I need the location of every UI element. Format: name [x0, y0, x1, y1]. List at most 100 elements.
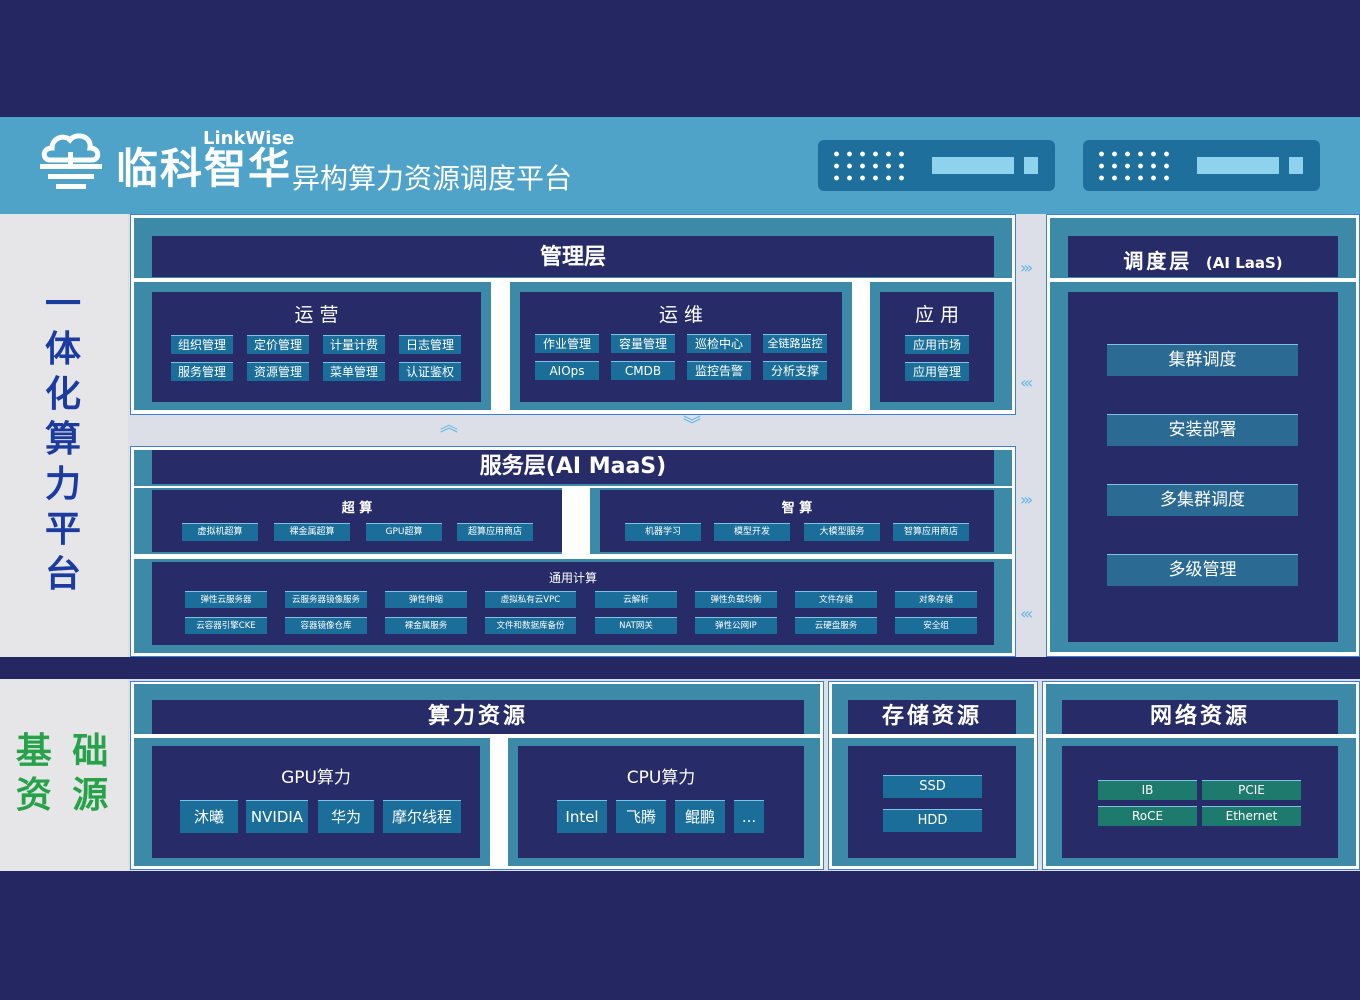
server-icon — [1083, 140, 1320, 191]
gpu-item[interactable]: NVIDIA — [246, 800, 308, 833]
gpu-title: GPU算力 — [281, 768, 351, 788]
side-label-platform: 一 体 化 算 力 平 台 — [40, 282, 86, 597]
general-item[interactable]: 云硬盘服务 — [795, 617, 877, 634]
scheduling-title: 调度层 (AI LaaS) — [1068, 245, 1338, 274]
general-item[interactable]: 弹性负载均衡 — [695, 591, 777, 608]
ops-item[interactable]: 资源管理 — [247, 362, 309, 381]
ops-item[interactable]: 计量计费 — [323, 335, 385, 354]
maint-item[interactable]: 作业管理 — [535, 334, 599, 353]
side-panel-base — [0, 679, 128, 871]
network-item[interactable]: PCIE — [1202, 780, 1301, 800]
maint-item[interactable]: AIOps — [535, 361, 599, 380]
intellicomp-item[interactable]: 大模型服务 — [804, 523, 880, 541]
service-title: 服务层(AI MaaS) — [152, 450, 994, 484]
general-item[interactable]: 裸金属服务 — [385, 617, 467, 634]
chevron-up-icon: ︽ — [440, 415, 458, 436]
maint-item[interactable]: 分析支撑 — [763, 361, 827, 380]
network-title: 网络资源 — [1062, 700, 1338, 734]
arrow-left-icon: ‹‹‹ — [1020, 604, 1033, 623]
band-separator — [0, 657, 1360, 679]
ops-item[interactable]: 认证鉴权 — [399, 362, 461, 381]
platform-title: 异构算力资源调度平台 — [292, 162, 573, 195]
general-item[interactable]: 容器镜像仓库 — [285, 617, 367, 634]
supercomp-item[interactable]: 虚拟机超算 — [182, 523, 258, 541]
maint-title: 运 维 — [658, 304, 704, 326]
cpu-title: CPU算力 — [626, 768, 696, 788]
supercomp-title: 超 算 — [341, 501, 373, 516]
storage-item[interactable]: SSD — [883, 775, 982, 798]
maint-item[interactable]: 全链路监控 — [763, 334, 827, 353]
general-item[interactable]: 云解析 — [595, 591, 677, 608]
supercomp-item[interactable]: GPU超算 — [366, 523, 442, 541]
storage-item[interactable]: HDD — [883, 809, 982, 832]
network-item[interactable]: RoCE — [1098, 806, 1197, 826]
arrow-right-icon: ››› — [1020, 258, 1033, 277]
cpu-item[interactable]: Intel — [557, 800, 607, 833]
scheduling-title-main: 调度层 — [1123, 249, 1193, 273]
gpu-item[interactable]: 摩尔线程 — [383, 800, 461, 833]
general-item[interactable]: 弹性公网IP — [695, 617, 777, 634]
compute-title: 算力资源 — [152, 700, 804, 734]
side-char: 化 — [44, 374, 81, 415]
brand-name-en: LinkWise — [203, 128, 295, 149]
cpu-item[interactable]: ... — [734, 800, 764, 833]
cloud-logo-icon — [38, 130, 104, 194]
maint-item[interactable]: 巡检中心 — [687, 334, 751, 353]
arrow-right-icon: ››› — [1020, 490, 1033, 509]
scheduling-item[interactable]: 安装部署 — [1107, 414, 1298, 446]
intellicomp-item[interactable]: 模型开发 — [714, 523, 790, 541]
ops-item[interactable]: 菜单管理 — [323, 362, 385, 381]
maint-item[interactable]: 容量管理 — [611, 334, 675, 353]
side-label-base: 基 础 资 源 — [4, 730, 124, 818]
side-char: 台 — [44, 554, 81, 595]
cpu-item[interactable]: 鲲鹏 — [675, 800, 725, 833]
gpu-item[interactable]: 华为 — [318, 800, 374, 833]
maint-item[interactable]: CMDB — [611, 361, 675, 380]
supercomp-item[interactable]: 裸金属超算 — [274, 523, 350, 541]
app-item[interactable]: 应用管理 — [905, 362, 969, 381]
side-panel-platform — [0, 214, 128, 657]
general-item[interactable]: 虚拟私有云VPC — [485, 591, 576, 608]
cpu-item[interactable]: 飞腾 — [616, 800, 666, 833]
scheduling-subtitle: (AI LaaS) — [1205, 254, 1283, 272]
intellicomp-panel — [600, 490, 994, 552]
app-title: 应 用 — [914, 304, 960, 326]
storage-title: 存储资源 — [848, 700, 1016, 734]
general-item[interactable]: NAT网关 — [595, 617, 677, 634]
general-item[interactable]: 文件存储 — [795, 591, 877, 608]
storage-panel — [848, 746, 1016, 858]
general-item[interactable]: 云容器引擎CKE — [185, 617, 267, 634]
general-item[interactable]: 对象存储 — [895, 591, 977, 608]
server-icon — [818, 140, 1055, 191]
intellicomp-item[interactable]: 机器学习 — [625, 523, 701, 541]
side-char: 平 — [44, 509, 81, 550]
ops-item[interactable]: 日志管理 — [399, 335, 461, 354]
general-item[interactable]: 安全组 — [895, 617, 977, 634]
ops-item[interactable]: 服务管理 — [171, 362, 233, 381]
scheduling-item[interactable]: 集群调度 — [1107, 344, 1298, 376]
network-panel — [1062, 746, 1338, 858]
supercomp-item[interactable]: 超算应用商店 — [457, 523, 533, 541]
general-item[interactable]: 文件和数据库备份 — [485, 617, 576, 634]
side-char: 一 — [44, 284, 81, 325]
ops-item[interactable]: 定价管理 — [247, 335, 309, 354]
side-line: 资 源 — [15, 775, 113, 816]
ops-title: 运 营 — [294, 304, 339, 326]
intellicomp-item[interactable]: 智算应用商店 — [893, 523, 969, 541]
general-item[interactable]: 弹性云服务器 — [185, 591, 267, 608]
scheduling-item[interactable]: 多级管理 — [1107, 554, 1298, 586]
general-item[interactable]: 云服务器镜像服务 — [285, 591, 367, 608]
ops-item[interactable]: 组织管理 — [171, 335, 233, 354]
gpu-item[interactable]: 沐曦 — [180, 800, 238, 833]
scheduling-item[interactable]: 多集群调度 — [1107, 484, 1298, 516]
network-item[interactable]: IB — [1098, 780, 1197, 800]
arrow-left-icon: ‹‹‹ — [1020, 373, 1033, 392]
brand-name-cn: 临科智华 — [116, 144, 293, 193]
side-line: 基 础 — [15, 731, 113, 772]
general-item[interactable]: 弹性伸缩 — [385, 591, 467, 608]
app-item[interactable]: 应用市场 — [905, 335, 969, 354]
network-item[interactable]: Ethernet — [1202, 806, 1301, 826]
scheduling-title-bar — [1068, 236, 1338, 277]
maint-item[interactable]: 监控告警 — [687, 361, 751, 380]
intellicomp-title: 智 算 — [781, 501, 813, 516]
